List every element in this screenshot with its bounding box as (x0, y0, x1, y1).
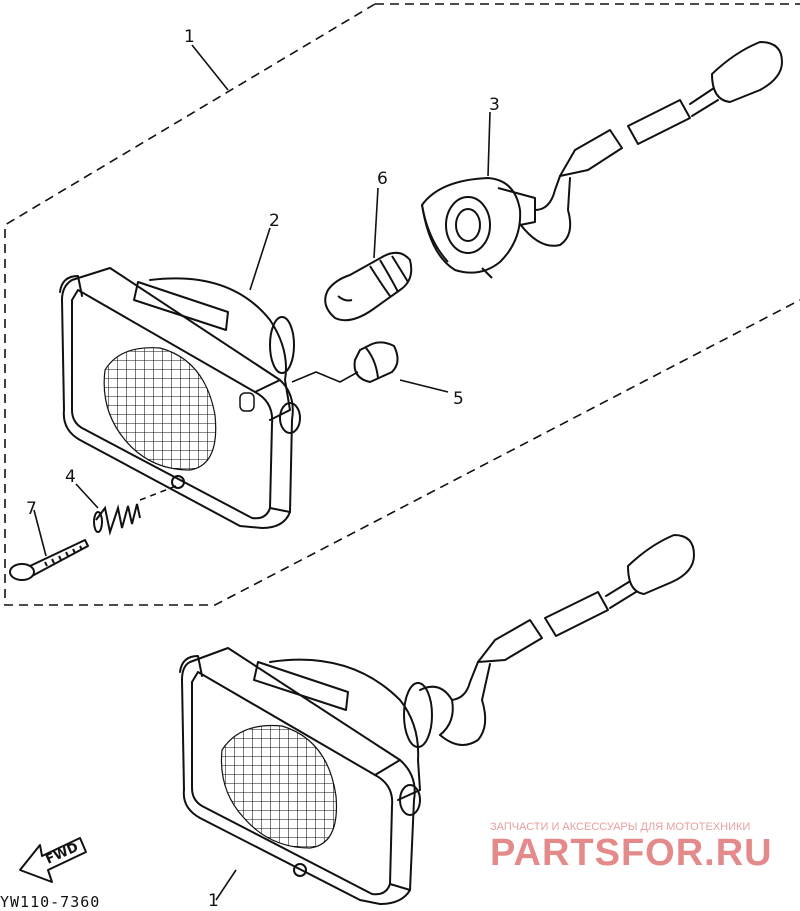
callout-7: 7 (26, 499, 37, 519)
watermark-tagline: ЗАПЧАСТИ И АКСЕССУАРЫ ДЛЯ МОТОТЕХНИКИ (490, 821, 750, 833)
callout-2: 2 (269, 211, 280, 231)
upper-wire-harness (519, 41, 783, 247)
callout-1-lower: 1 (208, 891, 219, 911)
screw (9, 539, 89, 581)
upper-lamp-assembly (59, 267, 301, 529)
watermark-brand: PARTSFOR.RU (490, 832, 773, 874)
socket (421, 177, 536, 279)
lens-frame (61, 267, 294, 529)
callout-4: 4 (65, 467, 76, 487)
leader-line-lower (215, 869, 237, 901)
lens-pattern (103, 347, 217, 471)
callout-6: 6 (377, 169, 388, 189)
callout-5: 5 (453, 389, 464, 409)
leader-lines (33, 44, 491, 557)
lower-lamp-assembly (179, 647, 433, 905)
callout-3: 3 (489, 95, 500, 115)
lens-frame (181, 647, 416, 905)
diagram-code: YW110-7360 (0, 893, 100, 911)
small-bulb (353, 341, 399, 383)
callout-1-upper: 1 (184, 27, 195, 47)
lower-wire-harness (419, 534, 695, 746)
assembly-boundary (4, 3, 800, 606)
bulb (324, 251, 413, 322)
spring (93, 503, 141, 536)
forward-arrow-icon: FWD (19, 837, 87, 883)
lens-pattern (220, 724, 338, 849)
